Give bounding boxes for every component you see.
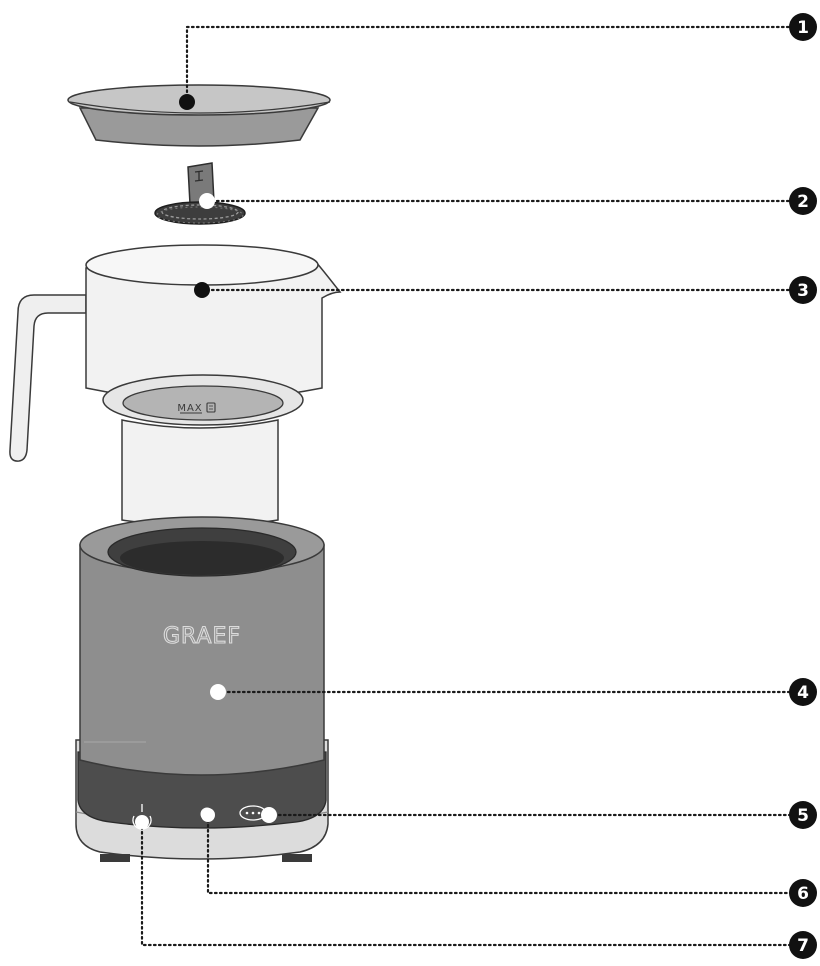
svg-text:7: 7: [797, 936, 809, 956]
anchor-marker-1: [179, 94, 195, 110]
anchor-marker-7: [135, 815, 149, 829]
anchor-marker-5: [261, 807, 277, 823]
callout-3: 3: [789, 276, 817, 304]
callout-4: 4: [789, 678, 817, 706]
svg-text:2: 2: [797, 192, 809, 212]
svg-text:3: 3: [797, 281, 809, 301]
anchor-marker-2: [199, 193, 215, 209]
brand-logo: GRAEF: [163, 624, 241, 649]
max-fill-marking: MAX: [177, 403, 202, 414]
callout-1: 1: [789, 13, 817, 41]
lid: [68, 85, 330, 146]
callout-2: 2: [789, 187, 817, 215]
callout-badges: 1 2 3 4 5 6 7: [789, 13, 817, 959]
svg-text:4: 4: [797, 683, 809, 703]
anchor-marker-3: [194, 282, 210, 298]
callout-7: 7: [789, 931, 817, 959]
callout-5: 5: [789, 801, 817, 829]
anchor-marker-6: [201, 808, 215, 822]
callout-6: 6: [789, 879, 817, 907]
svg-text:5: 5: [797, 806, 809, 826]
whisk: [155, 163, 245, 224]
svg-text:1: 1: [797, 18, 809, 38]
svg-text:6: 6: [797, 884, 809, 904]
anchor-marker-4: [210, 684, 226, 700]
milk-jug: [10, 245, 340, 526]
